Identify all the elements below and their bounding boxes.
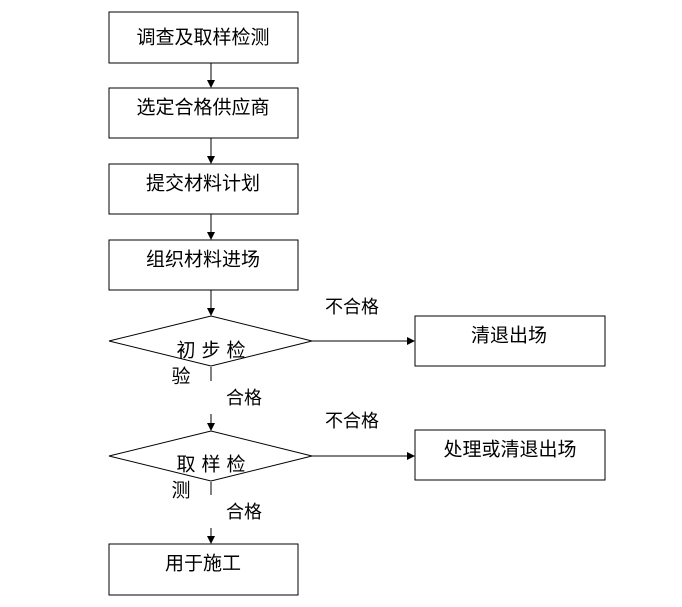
- decision-sampling-label-2: 测: [171, 480, 190, 502]
- edge-pass-1-label: 合格: [226, 388, 262, 409]
- decision-preliminary-label-2: 验: [171, 366, 190, 388]
- step-select-supplier-label: 选定合格供应商: [136, 97, 269, 119]
- decision-preliminary-label-1: 初 步 检: [176, 340, 245, 362]
- step-handle-or-reject-label: 处理或清退出场: [443, 439, 576, 461]
- step-handle-or-reject-box: 处理或清退出场: [414, 429, 606, 481]
- step-sampling-box: 调查及取样检测: [108, 11, 299, 64]
- decision-sampling-label-1: 取 样 检: [176, 454, 245, 476]
- edge-pass-2-label: 合格: [226, 502, 262, 523]
- step-reject-exit-box: 清退出场: [414, 315, 606, 367]
- step-reject-exit-label: 清退出场: [471, 325, 547, 347]
- decision-sampling-inspection: 取 样 检 测: [108, 430, 313, 502]
- step-organize-entry-box: 组织材料进场: [108, 239, 299, 291]
- step-select-supplier-box: 选定合格供应商: [108, 87, 299, 139]
- step-use-in-construction-box: 用于施工: [108, 543, 299, 596]
- step-use-in-construction-label: 用于施工: [165, 553, 241, 575]
- step-submit-plan-box: 提交材料计划: [108, 163, 299, 215]
- step-submit-plan-label: 提交材料计划: [146, 173, 260, 195]
- step-organize-entry-label: 组织材料进场: [146, 249, 260, 271]
- edge-fail-1-label: 不合格: [325, 297, 379, 318]
- step-sampling-label: 调查及取样检测: [136, 27, 269, 49]
- edge-fail-2-label: 不合格: [325, 411, 379, 432]
